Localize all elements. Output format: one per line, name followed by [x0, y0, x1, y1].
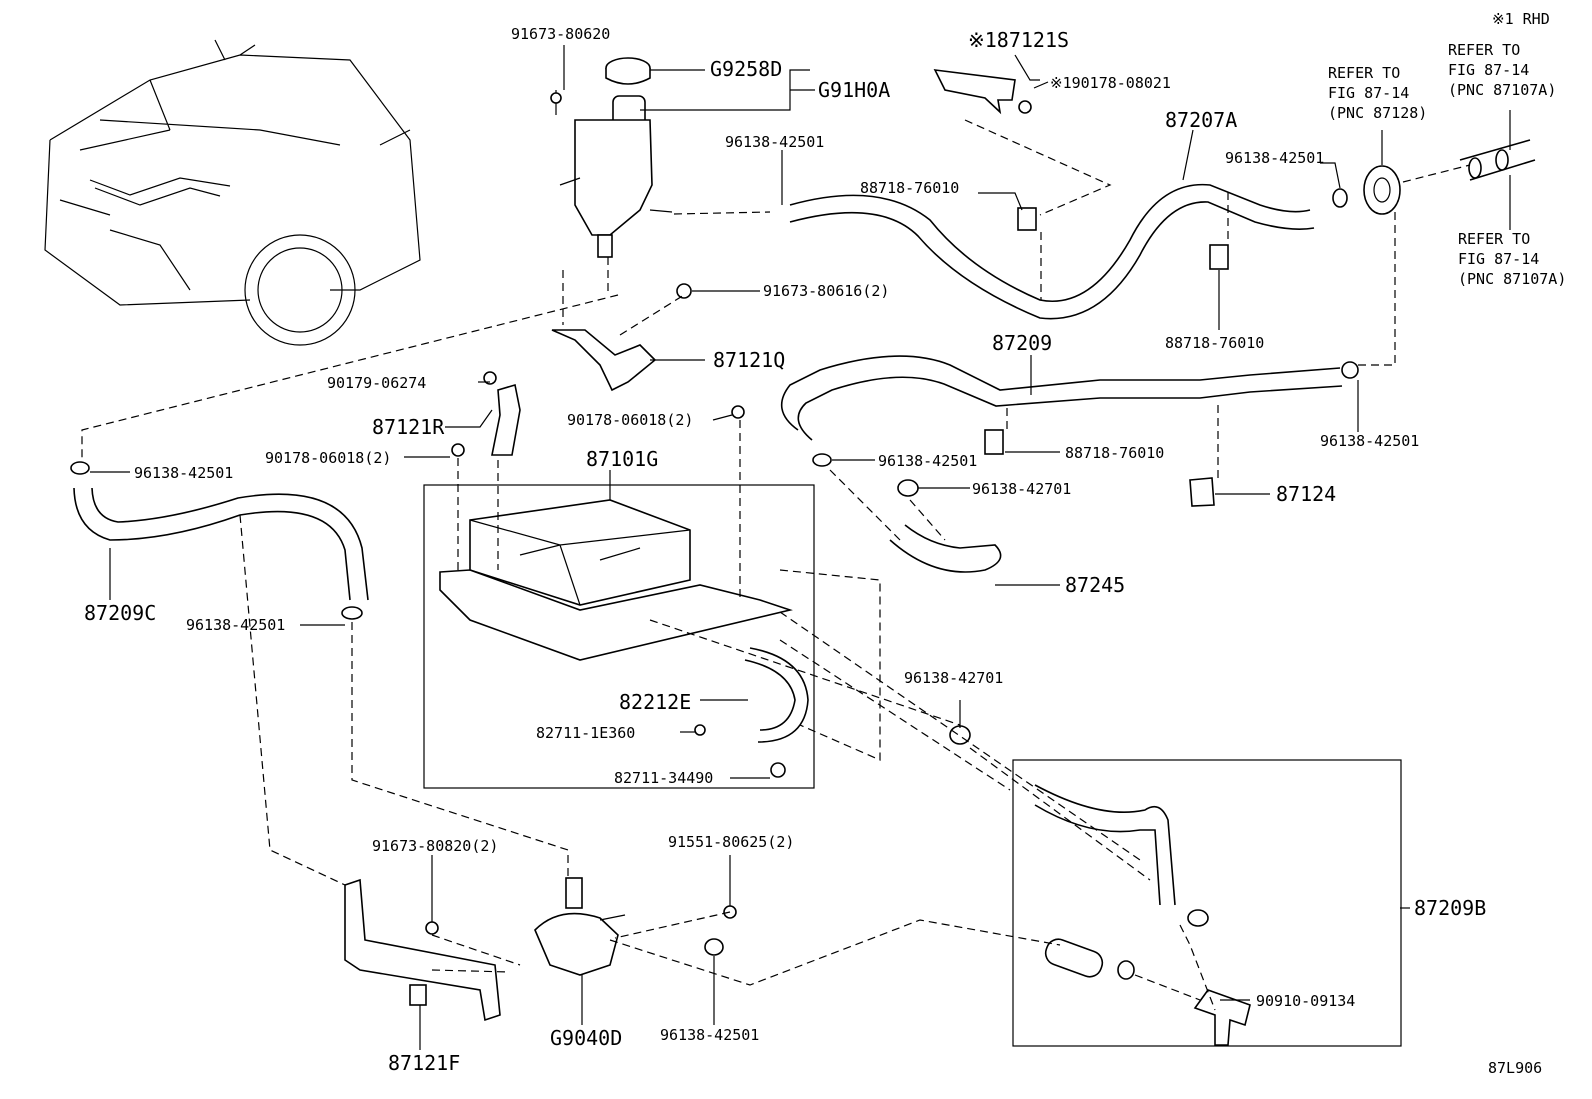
label-96138-42501-e: 96138-42501 — [134, 464, 233, 482]
label-87121f: 87121F — [388, 1051, 460, 1075]
label-88718-76010-c: 88718-76010 — [1065, 444, 1164, 462]
label-96138-42701-b: 96138-42701 — [904, 669, 1003, 687]
label-87209c: 87209C — [84, 601, 156, 625]
label-87121s: ※187121S — [968, 28, 1069, 52]
label-88718-76010-b: 88718-76010 — [1165, 334, 1264, 352]
vehicle-illustration — [44, 39, 421, 346]
refer-note-1-line-3: (PNC 87128) — [1328, 104, 1427, 122]
hose-87209-drawing — [780, 355, 1341, 431]
hose-87207a-drawing — [789, 183, 1311, 302]
label-87209b: 87209B — [1414, 896, 1486, 920]
bracket-87121s-drawing — [933, 69, 1016, 115]
clamps-drawing — [70, 188, 1359, 980]
label-87101g: 87101G — [586, 447, 658, 471]
hose-87209b-drawing — [1034, 784, 1251, 1046]
label-82212e: 82212E — [619, 690, 691, 714]
refer-note-2-line-2: FIG 87-14 — [1448, 61, 1529, 79]
label-91551-80625: 91551-80625(2) — [668, 833, 794, 851]
connection-lines — [81, 119, 1471, 1011]
label-96138-42501-g: 96138-42501 — [660, 1026, 759, 1044]
label-g9258d: G9258D — [710, 57, 782, 81]
label-96138-42501-c: 96138-42501 — [1320, 432, 1419, 450]
label-90178-06018-b: 90178-06018(2) — [567, 411, 693, 429]
hose-87209b-group-box — [1012, 759, 1402, 1047]
bracket-87121f-drawing — [344, 878, 501, 1022]
label-90179-06274: 90179-06274 — [327, 374, 426, 392]
label-96138-42501-f: 96138-42501 — [186, 616, 285, 634]
label-g9040d: G9040D — [550, 1026, 622, 1050]
label-82711-1e360: 82711-1E360 — [536, 724, 635, 742]
refer-note-1-line-1: REFER TO — [1328, 64, 1400, 82]
label-87121q: 87121Q — [713, 348, 785, 372]
label-90178-06018-a: 90178-06018(2) — [265, 449, 391, 467]
refer-note-2-line-3: (PNC 87107A) — [1448, 81, 1556, 99]
label-91673-80620: 91673-80620 — [511, 25, 610, 43]
label-87207a: 87207A — [1165, 108, 1237, 132]
label-96138-42501-b: 96138-42501 — [1225, 149, 1324, 167]
bracket-87121q-drawing — [551, 329, 657, 392]
label-87245: 87245 — [1065, 573, 1125, 597]
label-g91h0a: G91H0A — [818, 78, 890, 102]
figure-code: 87L906 — [1488, 1059, 1542, 1077]
hose-87245-drawing — [889, 524, 1002, 573]
water-pump-drawing — [534, 877, 626, 976]
inverter-group-box — [423, 484, 815, 789]
label-87121r: 87121R — [372, 415, 445, 439]
grommet-drawing — [1363, 165, 1401, 215]
part-labels: ※1 RHD 91673-80620 G9258D G91H0A 96138-4… — [84, 10, 1566, 1077]
label-90178-08021: ※190178-08021 — [1050, 74, 1171, 92]
refer-note-3-line-1: REFER TO — [1458, 230, 1530, 248]
refer-note-1-line-2: FIG 87-14 — [1328, 84, 1409, 102]
hose-87209c-drawing — [73, 487, 351, 601]
label-96138-42701-a: 96138-42701 — [972, 480, 1071, 498]
label-87124: 87124 — [1276, 482, 1336, 506]
label-91673-80616: 91673-80616(2) — [763, 282, 889, 300]
label-88718-76010-a: 88718-76010 — [860, 179, 959, 197]
rhd-note: ※1 RHD — [1492, 10, 1550, 28]
label-91673-80820: 91673-80820(2) — [372, 837, 498, 855]
label-87209: 87209 — [992, 331, 1052, 355]
label-82711-34490: 82711-34490 — [614, 769, 713, 787]
bracket-87121r-drawing — [491, 383, 521, 456]
reservoir-tank-drawing — [550, 57, 673, 258]
label-96138-42501-d: 96138-42501 — [878, 452, 977, 470]
label-96138-42501-a: 96138-42501 — [725, 133, 824, 151]
refer-note-3-line-3: (PNC 87107A) — [1458, 270, 1566, 288]
leader-lines — [90, 45, 1511, 1050]
inverter-drawing — [439, 499, 809, 778]
refer-note-2-line-1: REFER TO — [1448, 41, 1520, 59]
bracket-87124-drawing — [1189, 477, 1215, 507]
label-90910-09134: 90910-09134 — [1256, 992, 1355, 1010]
refer-note-3-line-2: FIG 87-14 — [1458, 250, 1539, 268]
